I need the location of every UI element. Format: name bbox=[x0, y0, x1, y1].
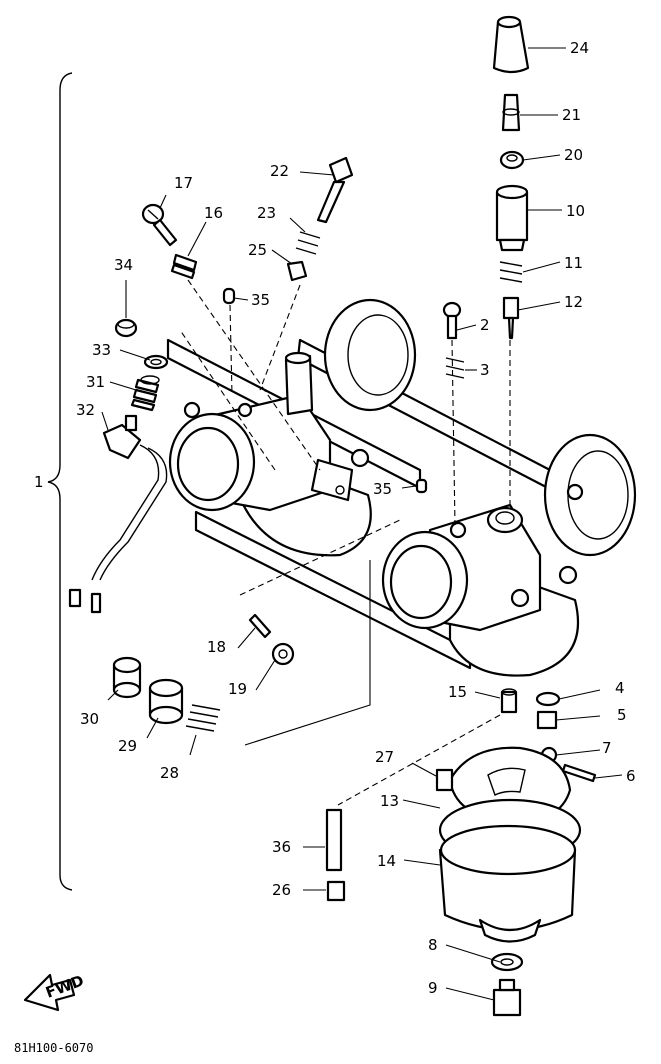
part-21-valve bbox=[501, 93, 521, 132]
callout-32: 32 bbox=[76, 401, 95, 419]
callout-19: 19 bbox=[228, 680, 247, 698]
assembly-label: 1 bbox=[34, 473, 44, 491]
leader-lines bbox=[101, 47, 623, 1001]
part-6-pin bbox=[561, 763, 597, 783]
part-25-nut bbox=[286, 260, 308, 282]
part-26-nozzle bbox=[326, 880, 346, 902]
part-16-spring bbox=[170, 253, 198, 280]
part-27-jet bbox=[435, 768, 454, 792]
part-31-spring bbox=[130, 375, 160, 412]
callout-9: 9 bbox=[428, 979, 438, 997]
part-3-spring bbox=[445, 357, 465, 379]
callout-23: 23 bbox=[257, 204, 276, 222]
callout-11: 11 bbox=[564, 254, 583, 272]
callout-31: 31 bbox=[86, 373, 105, 391]
callout-8: 8 bbox=[428, 936, 438, 954]
part-29-piston bbox=[148, 678, 184, 725]
part-19-nut bbox=[271, 642, 295, 666]
part-23-spring bbox=[295, 231, 321, 255]
callout-17: 17 bbox=[174, 174, 193, 192]
callout-16: 16 bbox=[204, 204, 223, 222]
callout-22: 22 bbox=[270, 162, 289, 180]
callout-12: 12 bbox=[564, 293, 583, 311]
callout-4: 4 bbox=[615, 679, 625, 697]
part-24-cap bbox=[492, 15, 530, 74]
figure-code: 81H100-6070 bbox=[14, 1041, 93, 1055]
part-17-screw bbox=[141, 203, 178, 247]
part-28-spring bbox=[185, 704, 221, 732]
callout-27: 27 bbox=[375, 748, 394, 766]
part-14-float-bowl bbox=[438, 824, 577, 943]
callout-36: 36 bbox=[272, 838, 291, 856]
part-9-drain-bolt bbox=[492, 978, 522, 1017]
callout-6: 6 bbox=[626, 767, 636, 785]
callout-26: 26 bbox=[272, 881, 291, 899]
callout-24: 24 bbox=[570, 39, 589, 57]
fwd-arrow: FWD bbox=[23, 971, 86, 1012]
part-22-screw bbox=[316, 156, 354, 224]
callout-20: 20 bbox=[564, 146, 583, 164]
part-11-spring bbox=[499, 261, 523, 283]
part-33-washer bbox=[143, 354, 169, 370]
callout-28: 28 bbox=[160, 764, 179, 782]
callout-30: 30 bbox=[80, 710, 99, 728]
part-20-nut bbox=[499, 150, 525, 170]
part-8-washer bbox=[490, 952, 524, 972]
part-10-body bbox=[495, 184, 529, 252]
callout-13: 13 bbox=[380, 792, 399, 810]
part-4-washer bbox=[535, 691, 561, 707]
part-34-cap bbox=[114, 318, 138, 338]
callout-35-upper: 35 bbox=[251, 291, 270, 309]
part-30-slide bbox=[112, 656, 142, 699]
callout-21: 21 bbox=[562, 106, 581, 124]
callout-3: 3 bbox=[480, 361, 490, 379]
carburetor-body-assembly bbox=[166, 298, 637, 677]
callout-34: 34 bbox=[114, 256, 133, 274]
callout-2: 2 bbox=[480, 316, 490, 334]
part-5-screw bbox=[536, 710, 558, 730]
assembly-bracket bbox=[47, 72, 73, 891]
callout-29: 29 bbox=[118, 737, 137, 755]
part-35-jet-upper bbox=[222, 287, 236, 305]
callout-7: 7 bbox=[602, 739, 612, 757]
part-18-pin bbox=[248, 613, 272, 639]
part-15-jet bbox=[500, 688, 518, 714]
callout-33: 33 bbox=[92, 341, 111, 359]
callout-10: 10 bbox=[566, 202, 585, 220]
callout-18: 18 bbox=[207, 638, 226, 656]
part-2-screw bbox=[442, 301, 462, 340]
part-32-fitting-hose bbox=[68, 414, 168, 614]
callout-14: 14 bbox=[377, 852, 396, 870]
part-36-main-jet bbox=[325, 808, 343, 872]
callout-35-lower: 35 bbox=[373, 480, 392, 498]
callout-5: 5 bbox=[617, 706, 627, 724]
callout-25: 25 bbox=[248, 241, 267, 259]
part-35-jet-lower bbox=[415, 478, 428, 494]
part-12-needle bbox=[502, 296, 520, 340]
callout-15: 15 bbox=[448, 683, 467, 701]
